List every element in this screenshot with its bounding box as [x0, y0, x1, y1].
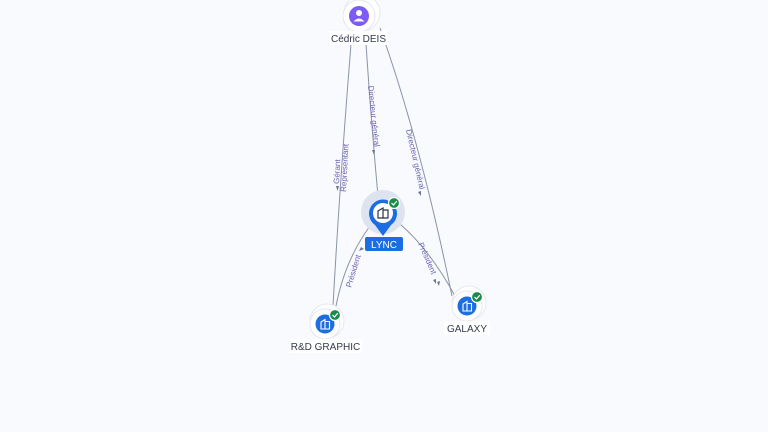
- edge-line: [365, 43, 379, 197]
- edge-arrow: [418, 191, 421, 196]
- edge-line: [332, 43, 352, 307]
- edge-arrow: [433, 279, 436, 284]
- edge-arrow: [359, 247, 364, 251]
- edge-label-directeur-general: Directeur général: [366, 85, 381, 147]
- node-rd-graphic[interactable]: R&D GRAPHIC: [289, 303, 362, 353]
- edge-cedric-galaxy[interactable]: Directeur général: [379, 27, 453, 297]
- node-label-box: [289, 339, 362, 353]
- edge-arrow: [372, 150, 375, 155]
- verified-check-icon: [328, 308, 342, 322]
- building-icon: [320, 318, 331, 330]
- edge-lync-galaxy[interactable]: Président: [399, 223, 456, 297]
- node-label-box: [329, 31, 388, 45]
- edge-lync-rdgraphic[interactable]: Président: [335, 225, 371, 307]
- edge-label-gerant: Gérant: [332, 158, 342, 184]
- edge-line: [335, 225, 371, 307]
- building-icon: [377, 206, 389, 219]
- person-icon: [353, 10, 365, 22]
- building-icon: [462, 300, 473, 312]
- node-label: R&D GRAPHIC: [291, 342, 360, 353]
- edge-line: [399, 223, 456, 297]
- edge-label-representant: Représentant: [339, 143, 351, 192]
- node-label-box: [444, 321, 490, 335]
- edge-arrow: [437, 281, 440, 286]
- edge-label-president: Président: [416, 241, 438, 276]
- node-label-box: [365, 237, 403, 251]
- edge-arrow: [336, 186, 339, 191]
- node-label: GALAXY: [447, 324, 487, 335]
- edge-label-president: Président: [344, 253, 363, 289]
- edge-cedric-lync[interactable]: Directeur général: [365, 43, 381, 197]
- edge-label-directeur-general: Directeur général: [404, 128, 427, 190]
- node-label: Cédric DEIS: [331, 34, 386, 45]
- edge-cedric-rdgraphic[interactable]: Gérant Représentant: [332, 43, 352, 307]
- node-label: LYNC: [371, 240, 397, 251]
- edge-line: [379, 27, 453, 297]
- verified-check-icon: [470, 290, 484, 304]
- node-galaxy[interactable]: GALAXY: [444, 285, 490, 335]
- verified-check-icon: [387, 196, 401, 210]
- node-cedric-deis[interactable]: Cédric DEIS: [329, 0, 388, 45]
- node-lync[interactable]: LYNC: [361, 190, 405, 251]
